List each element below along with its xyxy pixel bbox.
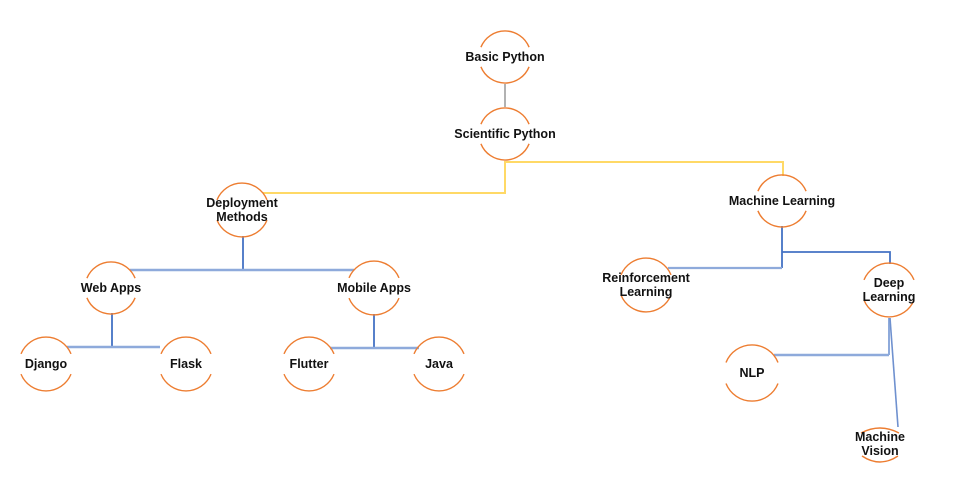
deployment-methods-circle-arc-icon <box>216 182 268 238</box>
node-label-flutter[interactable]: Flutter <box>289 357 329 371</box>
mobile-apps-circle-arc-icon <box>348 260 400 316</box>
web-apps-circle-arc-icon <box>86 261 136 315</box>
edge-scientific-to-ml <box>505 161 784 176</box>
node-label-mobile-apps[interactable]: Mobile Apps <box>337 281 411 295</box>
node-label-machine-learning[interactable]: Machine Learning <box>728 194 836 208</box>
nlp-circle-arc-icon <box>725 344 779 402</box>
node-shape-deep-learning[interactable] <box>863 262 915 318</box>
node-shape-flutter[interactable] <box>283 336 335 392</box>
node-shape-mobile-apps[interactable] <box>348 260 400 316</box>
node-shape-basic-python[interactable] <box>480 30 530 84</box>
django-circle-arc-icon <box>20 336 72 392</box>
machine-learning-circle-arc-icon <box>757 174 807 228</box>
node-label-flask[interactable]: Flask <box>170 357 202 371</box>
machine-vision-circle-arc-icon <box>860 427 900 463</box>
node-shape-machine-vision[interactable] <box>860 427 900 463</box>
node-label-web-apps[interactable]: Web Apps <box>80 281 142 295</box>
node-label-reinforcement-learning[interactable]: Reinforcement Learning <box>602 271 690 299</box>
node-label-machine-vision[interactable]: Machine Vision <box>854 430 905 458</box>
node-shape-django[interactable] <box>20 336 72 392</box>
basic-python-circle-arc-icon <box>480 30 530 84</box>
node-shape-deployment-methods[interactable] <box>216 182 268 238</box>
node-shape-reinforcement-learning[interactable] <box>620 257 672 313</box>
reinforcement-learning-circle-arc-icon <box>620 257 672 313</box>
flutter-circle-arc-icon <box>283 336 335 392</box>
edge-deep-to-machine-vision <box>889 317 899 428</box>
node-label-basic-python[interactable]: Basic Python <box>465 50 545 64</box>
node-shape-scientific-python[interactable] <box>480 107 530 161</box>
java-circle-arc-icon <box>413 336 465 392</box>
edge-scientific-to-deployment <box>263 161 506 194</box>
deep-learning-circle-arc-icon <box>863 262 915 318</box>
node-shape-nlp[interactable] <box>725 344 779 402</box>
scientific-python-circle-arc-icon <box>480 107 530 161</box>
node-label-deployment-methods[interactable]: Deployment Methods <box>206 196 278 224</box>
node-label-deep-learning[interactable]: Deep Learning <box>862 276 916 304</box>
flask-circle-arc-icon <box>160 336 212 392</box>
node-shape-flask[interactable] <box>160 336 212 392</box>
node-shape-java[interactable] <box>413 336 465 392</box>
node-shape-machine-learning[interactable] <box>757 174 807 228</box>
node-label-java[interactable]: Java <box>425 357 453 371</box>
node-label-django[interactable]: Django <box>24 357 68 371</box>
node-label-scientific-python[interactable]: Scientific Python <box>454 127 556 141</box>
node-label-nlp[interactable]: NLP <box>739 366 765 380</box>
edge-ml-to-deep-learning <box>782 251 891 264</box>
node-shape-web-apps[interactable] <box>86 261 136 315</box>
